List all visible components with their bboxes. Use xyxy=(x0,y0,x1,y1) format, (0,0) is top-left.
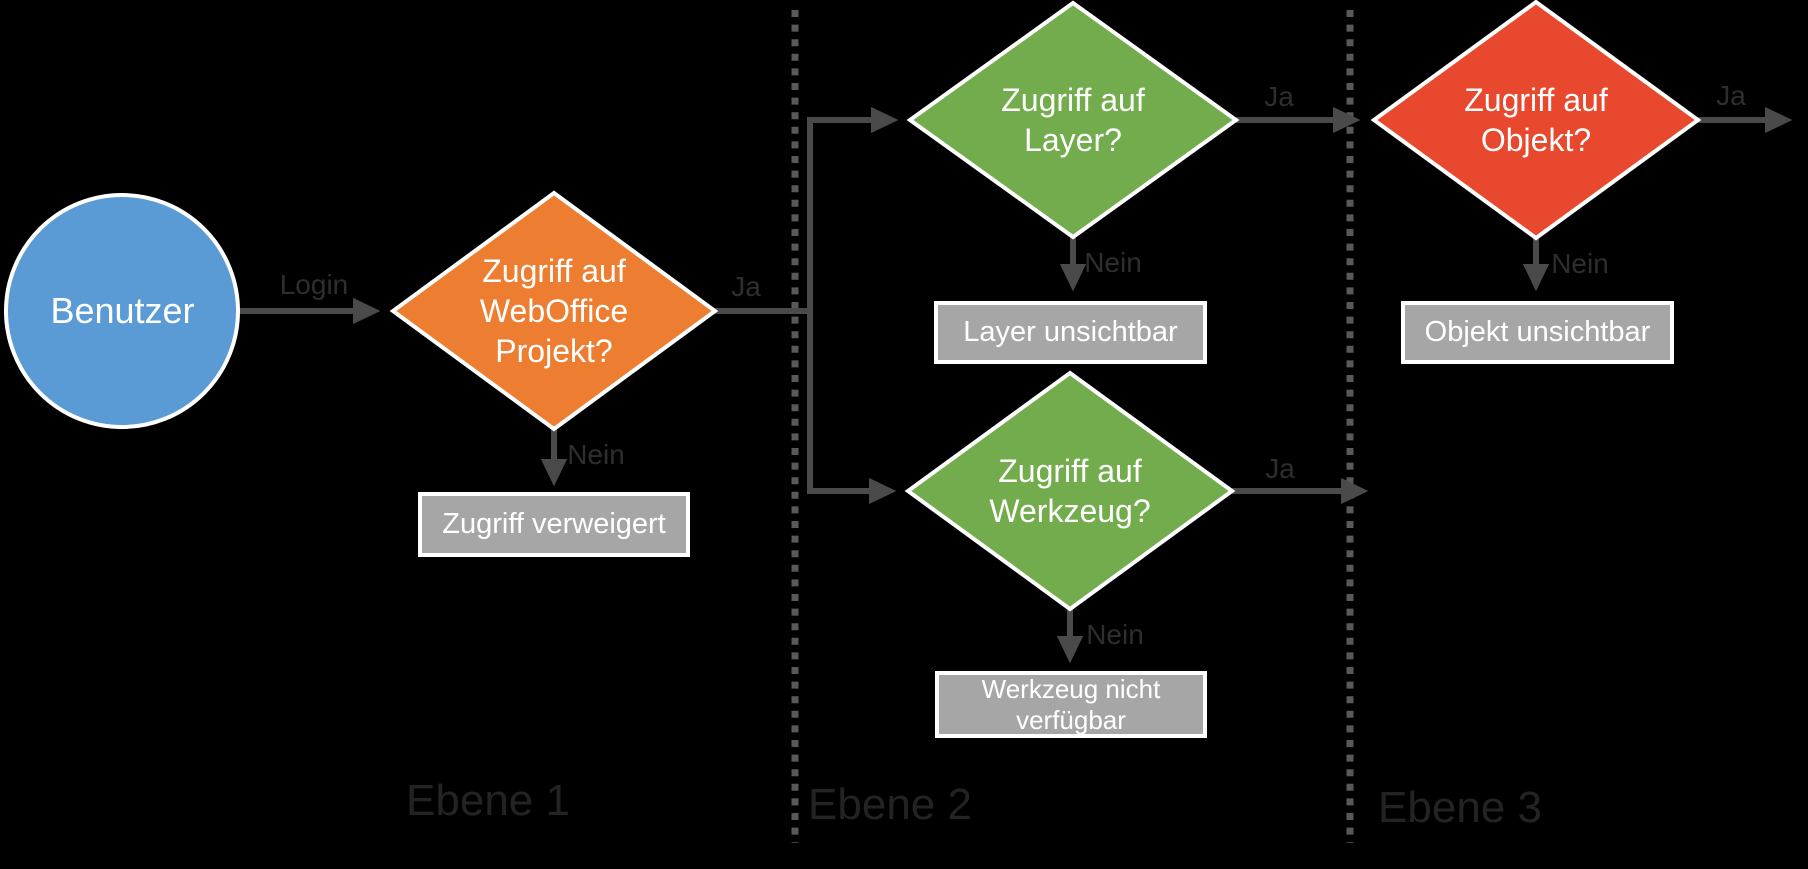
edges xyxy=(240,106,1793,664)
edge-branch-werkzeug-arrow xyxy=(807,311,897,505)
werkzeug-nicht-verfuegbar-box xyxy=(935,671,1207,738)
benutzer-node xyxy=(4,193,240,429)
objekt-unsichtbar-box xyxy=(1401,301,1674,364)
layer-unsichtbar-box xyxy=(934,301,1207,364)
werkzeug-decision-diamond xyxy=(904,370,1236,612)
objekt-decision-diamond xyxy=(1370,0,1702,241)
edge-branch-layer-arrow xyxy=(807,106,899,311)
zugriff-verweigert-box xyxy=(418,492,690,557)
projekt-decision-diamond xyxy=(389,190,719,432)
layer-decision-diamond xyxy=(906,0,1240,240)
